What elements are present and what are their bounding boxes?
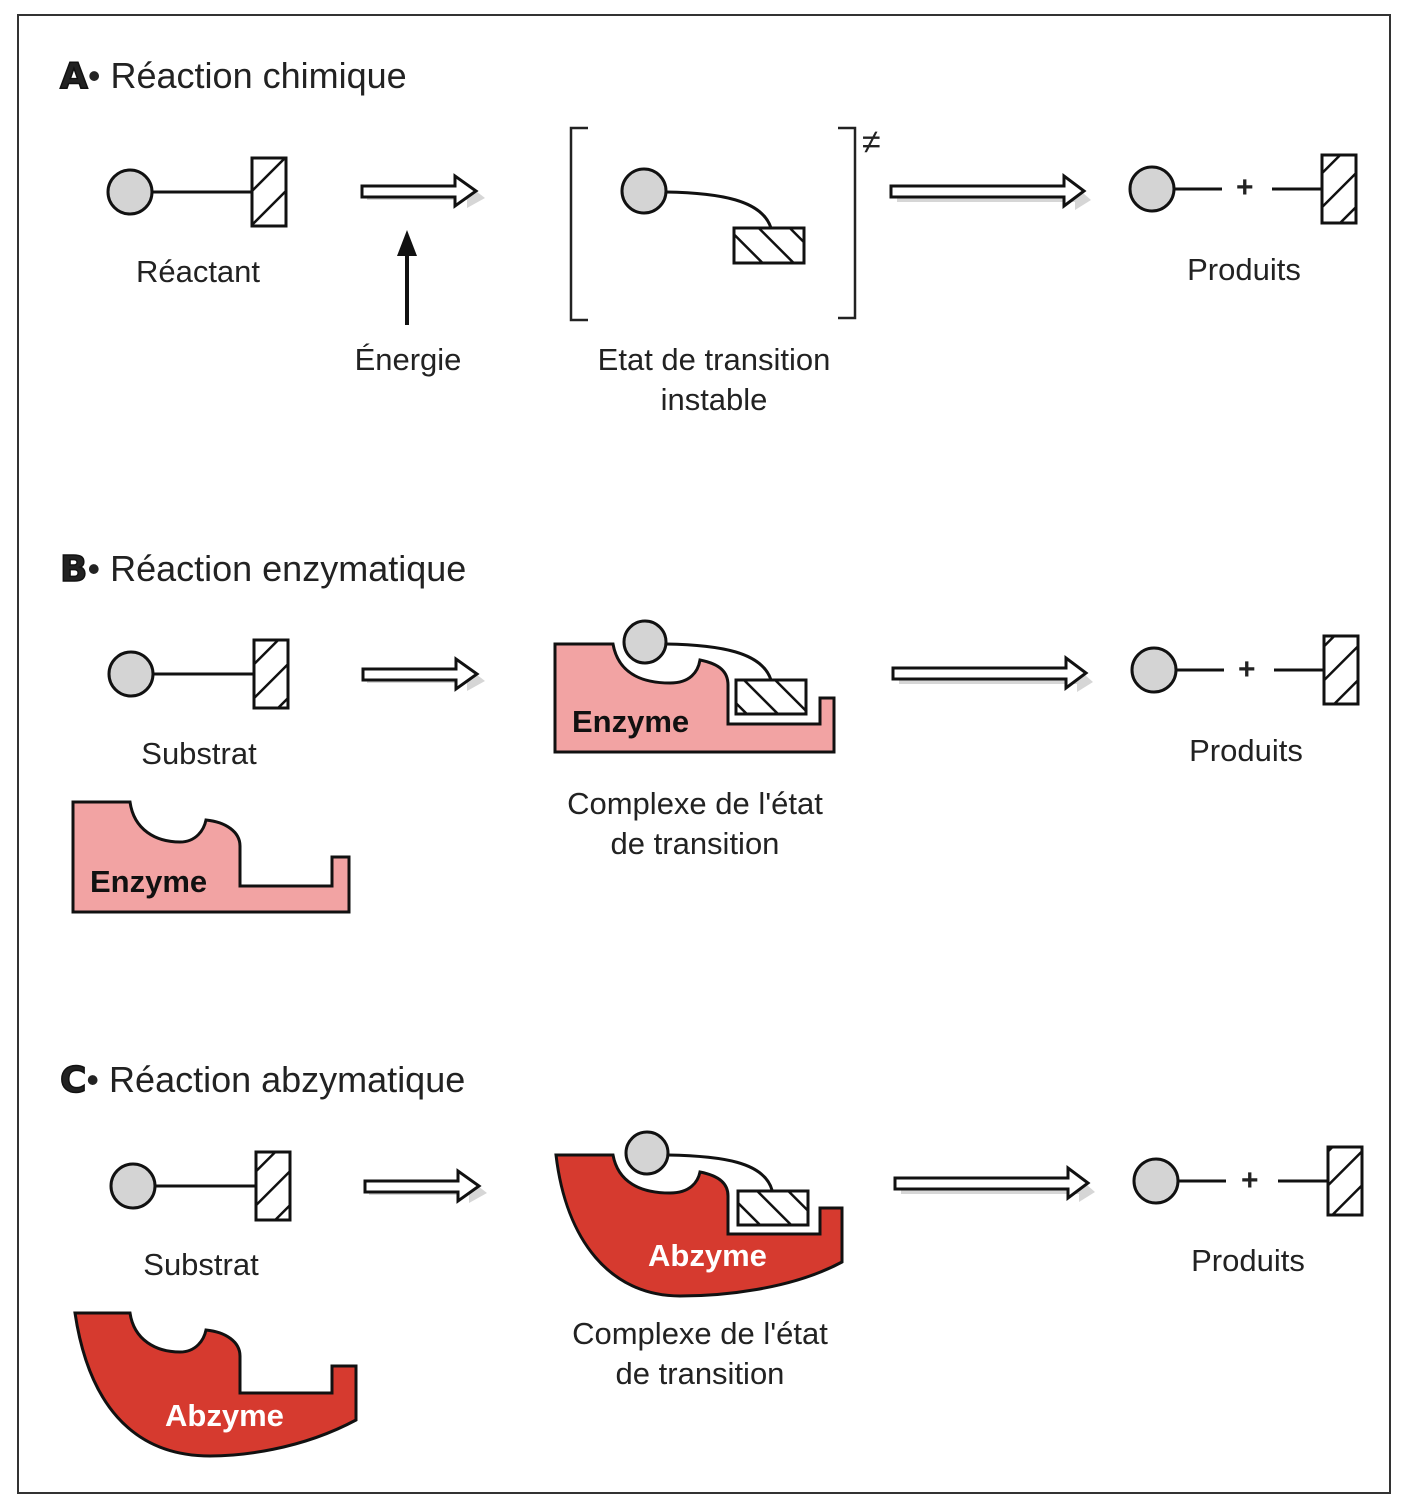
section-c-heading: C• Réaction abzymatique <box>59 1058 466 1103</box>
long-hollow-arrow-icon <box>893 1165 1095 1202</box>
enzyme-label: Enzyme <box>90 864 208 899</box>
products-label: Produits <box>1187 252 1301 287</box>
section-b-heading: B• Réaction enzymatique <box>59 547 467 592</box>
substrate-label: Substrat <box>141 736 257 771</box>
free-abzyme-shape <box>73 1311 358 1458</box>
section-title: Réaction abzymatique <box>109 1059 466 1100</box>
complex-label-line1: Complexe de l'état <box>572 1316 828 1351</box>
energy-arrow-icon <box>397 230 417 325</box>
substrate-molecule <box>109 1150 292 1222</box>
bullet: • <box>87 548 101 589</box>
products-label: Produits <box>1189 733 1303 768</box>
reactant-label: Réactant <box>135 254 261 289</box>
section-title: Réaction enzymatique <box>110 548 467 589</box>
hatched-group-icon <box>250 156 288 228</box>
hollow-arrow-icon <box>361 656 485 692</box>
transition-state-molecule <box>620 167 806 265</box>
bullet: • <box>86 1059 100 1100</box>
substrate-label: Substrat <box>143 1247 259 1282</box>
figure-frame <box>17 14 1391 1494</box>
long-hollow-arrow-icon <box>891 655 1093 692</box>
transition-state-label-line2: instable <box>660 382 768 417</box>
enzyme-substrate-complex <box>553 619 836 754</box>
abzyme-complex-label: Abzyme <box>648 1238 767 1273</box>
products-molecules <box>1132 1145 1364 1217</box>
long-hollow-arrow-icon <box>889 173 1091 210</box>
products-label: Produits <box>1191 1243 1305 1278</box>
section-letter: C <box>59 1059 87 1102</box>
complex-label-line2: de transition <box>615 1356 785 1391</box>
complex-label-line1: Complexe de l'état <box>567 786 823 821</box>
section-letter: B <box>59 548 88 591</box>
ball-group-icon <box>106 168 154 216</box>
plus-sign: + <box>1241 1164 1259 1197</box>
energy-label: Énergie <box>354 342 462 377</box>
complex-label-line2: de transition <box>610 826 780 861</box>
transition-state-bracket <box>569 126 857 322</box>
bullet: • <box>87 55 101 96</box>
section-title: Réaction chimique <box>110 55 407 96</box>
products-molecules <box>1130 634 1360 706</box>
abzyme-label: Abzyme <box>165 1398 284 1433</box>
transition-mark: ≠ <box>862 123 881 161</box>
plus-sign: + <box>1238 653 1256 686</box>
hollow-arrow-icon <box>360 173 485 209</box>
free-enzyme-shape <box>71 800 351 914</box>
enzyme-complex-label: Enzyme <box>572 704 690 739</box>
plus-sign: + <box>1236 171 1254 204</box>
hollow-arrow-icon <box>363 1168 487 1204</box>
section-letter: A <box>59 55 88 98</box>
substrate-molecule <box>107 638 290 710</box>
reactant-molecule <box>106 156 288 228</box>
section-a-heading: A• Réaction chimique <box>59 54 407 99</box>
abzyme-substrate-complex <box>554 1130 844 1298</box>
transition-state-label-line1: Etat de transition <box>597 342 831 377</box>
products-molecules <box>1128 153 1358 225</box>
